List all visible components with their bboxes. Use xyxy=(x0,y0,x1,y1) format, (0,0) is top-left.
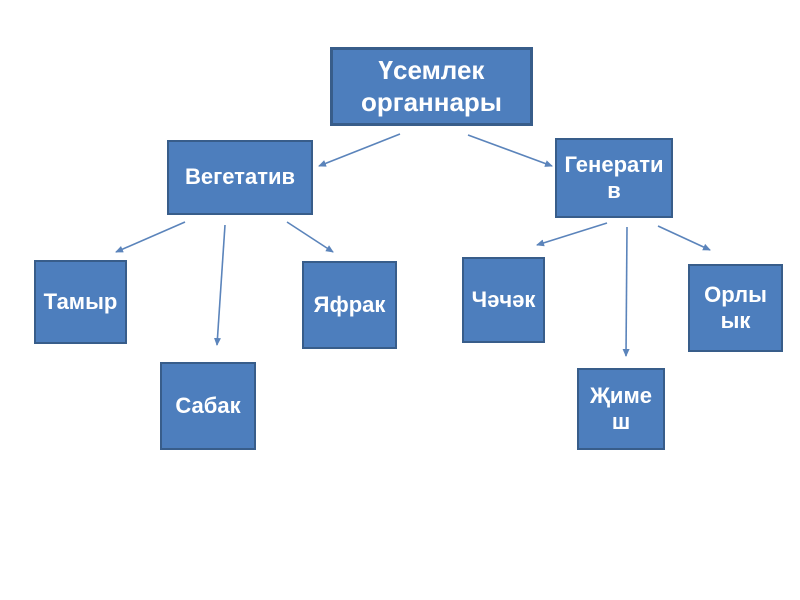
edge-generative-zhimesh xyxy=(622,226,630,357)
node-generative-label: Генератив xyxy=(564,151,664,203)
edge-vegetative-tamyr xyxy=(115,221,186,253)
node-plant-organs: Үсемлек органнары xyxy=(330,47,533,126)
node-seed: Орлыык xyxy=(688,264,783,352)
edge-generative-orlyyk xyxy=(657,225,711,251)
node-fruit-label: Җимеш xyxy=(590,382,652,434)
node-leaf-label: Яфрак xyxy=(313,291,386,317)
node-flower-label: Чәчәк xyxy=(471,286,536,312)
edge-vegetative-sabak xyxy=(213,224,226,346)
node-vegetative-label: Вегетатив xyxy=(184,164,296,190)
node-root-organ-label: Тамыр xyxy=(43,288,118,314)
node-fruit: Җимеш xyxy=(577,368,665,450)
node-generative: Генератив xyxy=(555,138,673,218)
edge-root-generative xyxy=(467,134,553,167)
node-plant-organs-label: Үсемлек органнары xyxy=(360,55,502,117)
node-leaf: Яфрак xyxy=(302,261,397,349)
edge-generative-chachak xyxy=(536,222,608,247)
node-root-organ: Тамыр xyxy=(34,260,127,344)
node-stem: Сабак xyxy=(160,362,256,450)
node-seed-label: Орлыык xyxy=(704,281,767,333)
node-vegetative: Вегетатив xyxy=(167,140,313,215)
edge-root-vegetative xyxy=(318,133,401,167)
node-stem-label: Сабак xyxy=(175,392,241,418)
edge-vegetative-yafrak xyxy=(286,221,334,253)
node-flower: Чәчәк xyxy=(462,257,545,343)
